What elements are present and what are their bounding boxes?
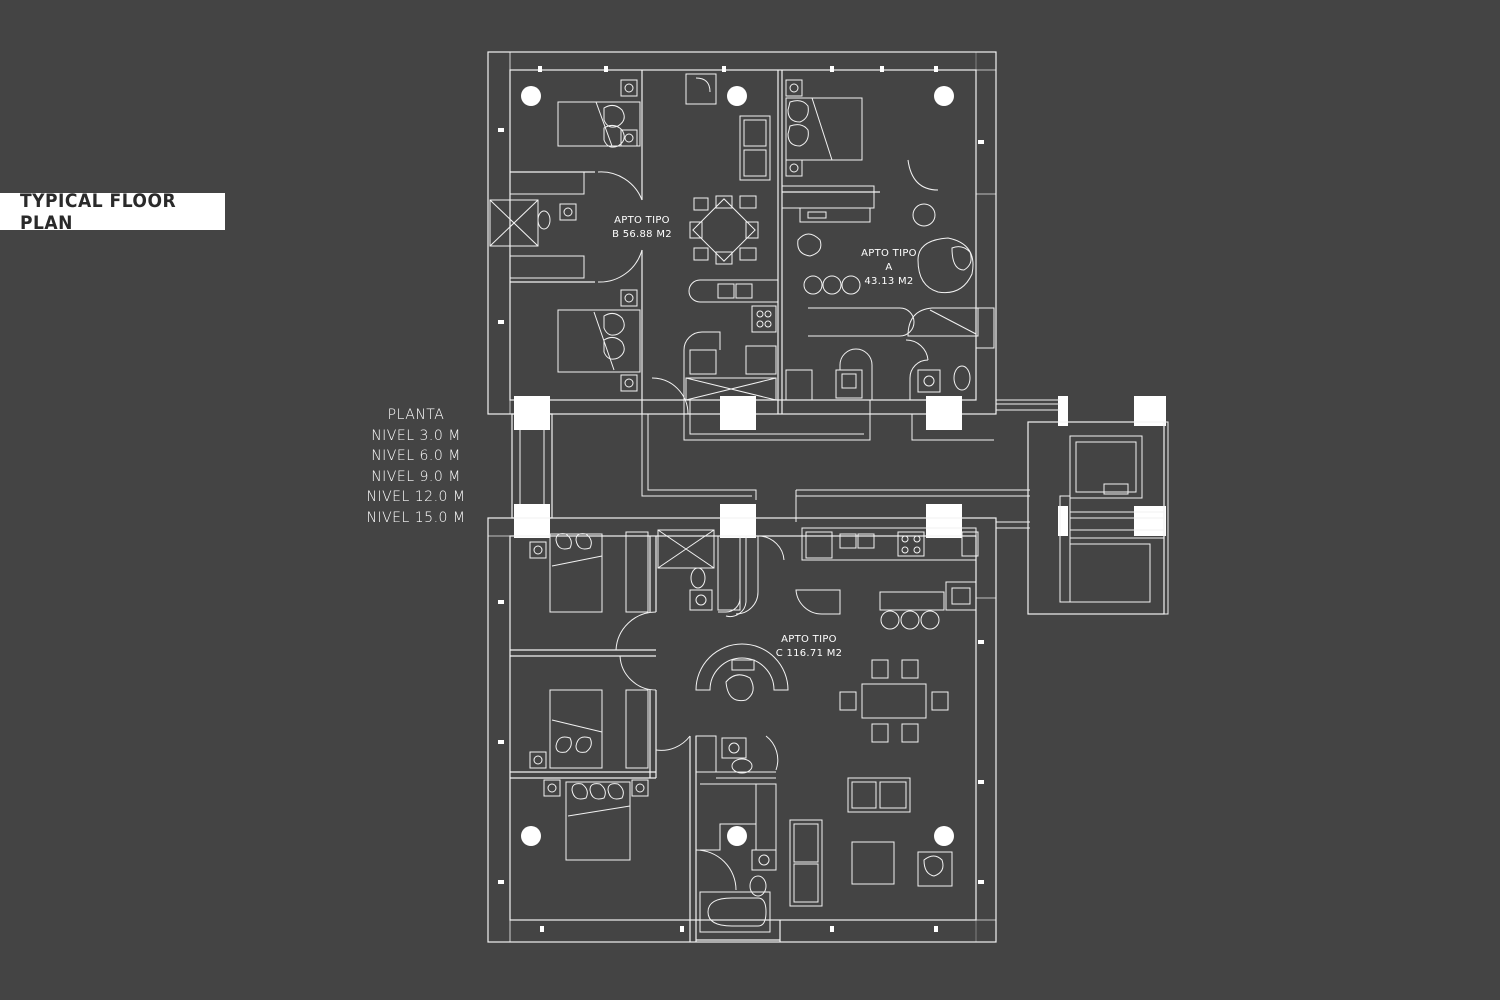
bed [529,533,603,613]
level-item: NIVEL 6.0 M [371,448,461,464]
upper-block-walls [487,51,997,415]
apto-b-area: B 56.88 M2 [612,229,672,240]
window-marks [498,600,984,932]
structural-columns [521,86,954,846]
lower-block-walls [487,517,997,943]
elevator-stair-core [1027,421,1169,615]
level-item: NIVEL 3.0 M [371,427,461,444]
window-marks [498,66,984,324]
level-item: NIVEL 15.0 M [366,509,466,526]
plan-title: TYPICAL FLOOR PLAN [0,190,225,234]
bed [529,689,603,769]
bed [557,79,641,148]
apto-c-label: APTO TIPO [781,634,837,645]
bed [557,289,641,392]
level-heading: PLANTA [387,407,445,423]
apto-a-label: APTO TIPO [861,248,917,259]
level-item: NIVEL 9.0 M [371,468,461,485]
apto-a-letter: A [885,262,892,273]
dining-table [689,195,759,265]
level-item: NIVEL 12.0 M [366,489,466,505]
apto-c-area: C 116.71 M2 [776,648,843,659]
corridor [511,396,1166,538]
apto-a-area: 43.13 M2 [864,276,913,287]
level-legend: PLANTA NIVEL 3.0 M NIVEL 6.0 M NIVEL 9.0… [360,405,472,528]
bed [785,79,863,177]
dining-table [839,659,949,743]
apto-b-label: APTO TIPO [614,215,670,226]
bed [543,779,649,861]
